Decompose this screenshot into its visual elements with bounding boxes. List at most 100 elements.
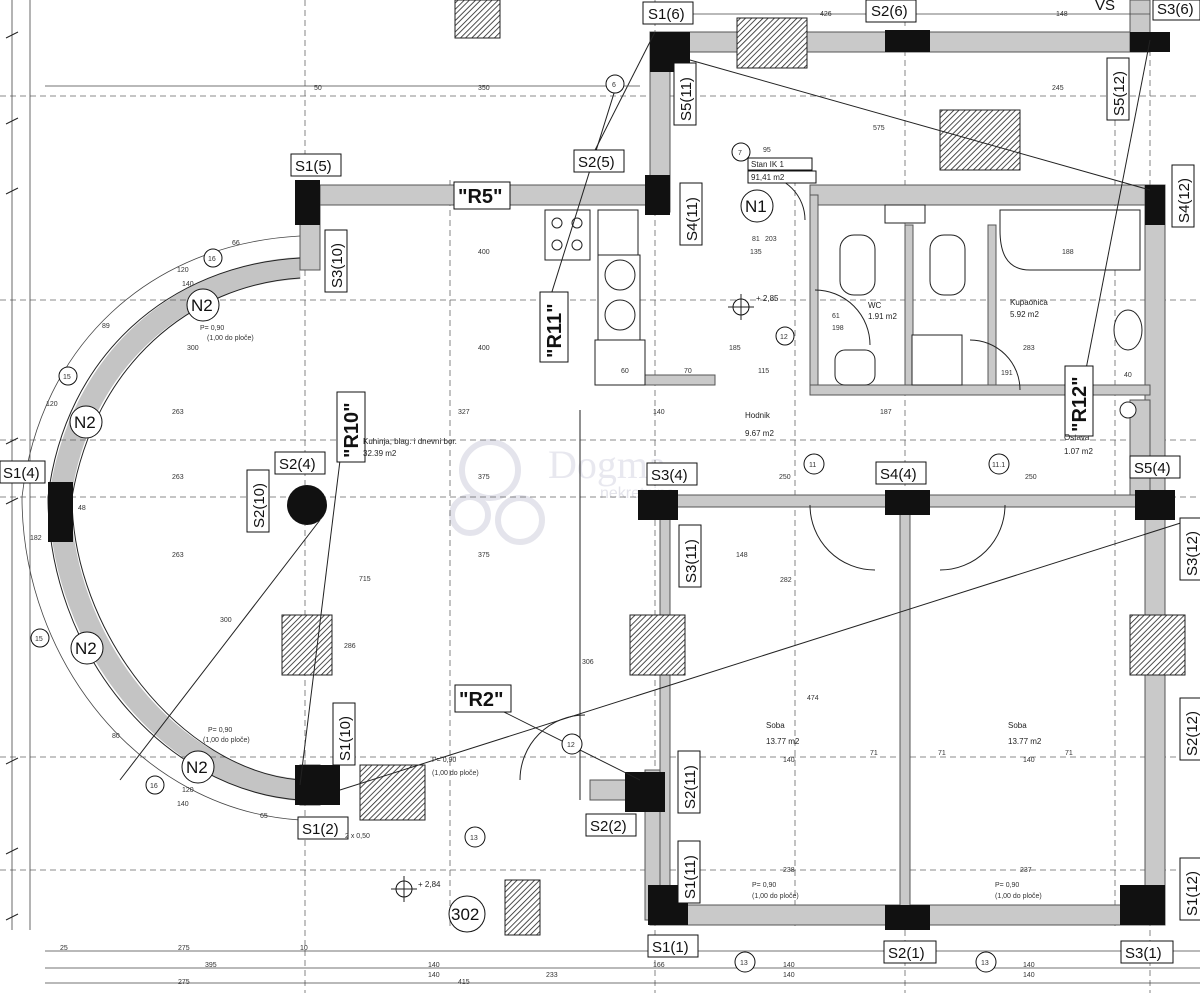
section-r10: "R10" [336, 391, 366, 463]
hall-area: 9.67 m2 [745, 429, 774, 438]
svg-text:(1,00 do ploče): (1,00 do ploče) [203, 737, 250, 744]
svg-text:182: 182 [30, 535, 42, 542]
section-r11: "R11" [539, 291, 569, 363]
hatched-elements [281, 0, 1186, 936]
svg-text:135: 135 [750, 249, 762, 256]
svg-text:"R12": "R12" [1069, 376, 1091, 432]
wall-tags: S1(6) S2(6) VS S3(6) S1(5) S2(5) S5(11) … [0, 0, 1200, 964]
svg-text:140: 140 [1023, 972, 1035, 979]
svg-text:"R10": "R10" [341, 402, 363, 458]
svg-text:Stan IK 1: Stan IK 1 [751, 160, 784, 169]
svg-text:S2(1): S2(1) [888, 945, 925, 962]
svg-text:S5(12): S5(12) [1111, 71, 1128, 116]
svg-text:S2(6): S2(6) [871, 3, 908, 20]
svg-text:7: 7 [738, 150, 742, 157]
svg-text:400: 400 [478, 249, 490, 256]
mark-n2-b: N2 [69, 405, 103, 439]
svg-text:71: 71 [938, 750, 946, 757]
mark-n2-d: N2 [181, 750, 215, 784]
mark-302: 302 [448, 895, 486, 933]
svg-text:S4(12): S4(12) [1176, 178, 1193, 223]
svg-text:263: 263 [172, 552, 184, 559]
tag-s3-6: S3(6) [1152, 0, 1200, 21]
svg-text:+ 2,85: + 2,85 [756, 294, 779, 303]
svg-text:275: 275 [178, 979, 190, 986]
svg-text:S5(11): S5(11) [678, 77, 695, 121]
svg-text:166: 166 [653, 962, 665, 969]
svg-text:60: 60 [621, 368, 629, 375]
tag-s2-5: S2(5) [573, 149, 625, 173]
section-r2: "R2" [454, 684, 512, 713]
mark-16-b: 16 [145, 775, 165, 795]
svg-text:188: 188 [1062, 249, 1074, 256]
tag-s1-10: S1(10) [332, 702, 356, 766]
svg-text:140: 140 [653, 409, 665, 416]
tag-s4-11: S4(11) [679, 182, 703, 246]
circle-marks: N1 N2 N2 N2 N2 302 6 7 11 11.1 12 13 13 … [30, 74, 1010, 973]
svg-text:120: 120 [182, 787, 194, 794]
mark-12-b: 12 [775, 326, 795, 346]
tag-s1-11: S1(11) [677, 840, 701, 904]
tag-s5-4: S5(4) [1129, 455, 1181, 479]
level-1: + 2,85 [728, 294, 779, 320]
svg-text:350: 350 [478, 85, 490, 92]
kitchen-area: 32.39 m2 [363, 449, 397, 458]
svg-text:327: 327 [458, 409, 470, 416]
svg-text:S3(6): S3(6) [1157, 1, 1194, 18]
svg-text:12: 12 [780, 334, 788, 341]
outer-walls [299, 0, 1166, 926]
svg-text:N2: N2 [186, 758, 208, 777]
svg-text:400: 400 [478, 345, 490, 352]
svg-text:N2: N2 [191, 296, 213, 315]
svg-text:140: 140 [428, 962, 440, 969]
svg-text:263: 263 [172, 409, 184, 416]
room1-area: 13.77 m2 [766, 737, 800, 746]
svg-text:80: 80 [112, 733, 120, 740]
tag-s4-4: S4(4) [875, 461, 927, 485]
mark-15-b: 15 [30, 628, 50, 648]
svg-text:S3(12): S3(12) [1184, 531, 1200, 576]
svg-text:426: 426 [820, 11, 832, 18]
svg-text:120: 120 [177, 267, 189, 274]
svg-text:140: 140 [783, 972, 795, 979]
svg-text:S3(1): S3(1) [1125, 945, 1162, 962]
svg-text:"R11": "R11" [544, 303, 566, 358]
svg-text:S1(1): S1(1) [652, 939, 689, 956]
tag-s1-6: S1(6) [642, 1, 694, 25]
door-swings [519, 174, 1021, 781]
mark-12: 12 [561, 733, 583, 755]
svg-text:P= 0,90: P= 0,90 [995, 882, 1019, 889]
svg-text:S1(12): S1(12) [1184, 871, 1200, 916]
svg-text:71: 71 [1065, 750, 1073, 757]
svg-text:S2(4): S2(4) [279, 456, 316, 473]
mark-6: 6 [605, 74, 625, 94]
mark-n2-c: N2 [70, 631, 104, 665]
svg-text:S2(2): S2(2) [590, 818, 627, 835]
tag-s2-10: S2(10) [246, 469, 270, 533]
svg-text:191: 191 [1001, 370, 1013, 377]
tag-s2-4: S2(4) [274, 451, 326, 475]
tag-s1-12: S1(12) [1179, 857, 1200, 921]
tag-s2-11: S2(11) [677, 750, 701, 814]
tag-s3-4: S3(4) [646, 462, 698, 486]
svg-text:S2(10): S2(10) [251, 483, 268, 528]
svg-text:140: 140 [783, 962, 795, 969]
svg-text:302: 302 [451, 905, 479, 924]
svg-text:286: 286 [344, 643, 356, 650]
room2-name: Soba [1008, 721, 1027, 730]
mark-13-a: 13 [464, 826, 486, 848]
svg-text:13: 13 [470, 835, 478, 842]
svg-text:187: 187 [880, 409, 892, 416]
svg-text:S3(10): S3(10) [329, 243, 346, 288]
svg-text:P= 0,90: P= 0,90 [208, 727, 232, 734]
tag-s2-6: S2(6) [865, 0, 917, 23]
svg-text:S2(12): S2(12) [1184, 711, 1200, 756]
svg-text:S1(11): S1(11) [682, 855, 699, 899]
section-r5: "R5" [453, 181, 511, 210]
window-notes: P= 0,90 (1,00 do ploče) P= 0,90 (1,00 do… [200, 325, 1042, 900]
store-name: Ostava [1064, 433, 1090, 442]
wc-name: WC [868, 301, 882, 310]
svg-text:148: 148 [1056, 11, 1068, 18]
svg-text:S3(11): S3(11) [683, 539, 700, 583]
